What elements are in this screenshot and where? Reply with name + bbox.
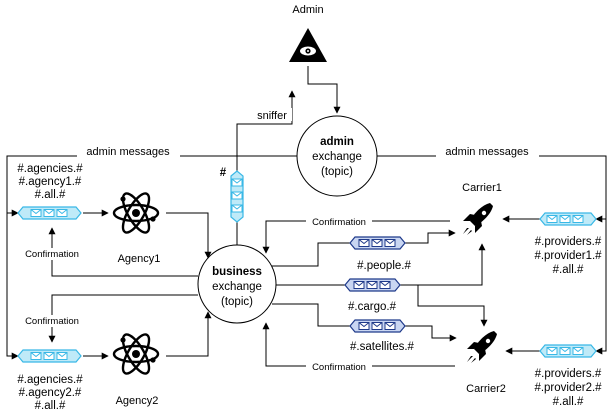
edge-business-to-people-queue — [272, 242, 350, 267]
binding-line: #.provider1.# — [534, 250, 602, 262]
admin-messages-right-label: admin messages — [445, 146, 529, 158]
admin-exchange-topic: (topic) — [321, 166, 353, 178]
rocket-icon — [463, 203, 493, 235]
envelope-queue-icon — [366, 281, 378, 289]
business-exchange-name: business — [212, 266, 262, 278]
admin-exchange-node[interactable]: admin exchange (topic) — [296, 115, 378, 197]
envelope-queue-icon — [379, 281, 391, 289]
agency2-queue[interactable] — [17, 349, 82, 363]
envelope-queue-icon — [572, 215, 584, 223]
envelope-queue-icon — [231, 191, 243, 200]
envelope-queue-icon — [546, 347, 558, 355]
edge-agency1-to-business — [166, 212, 212, 259]
provider1-bindings: #.providers.# #.provider1.# #.all.# — [534, 236, 602, 276]
agency2-bindings: #.agencies.# #.agency2.# #.all.# — [17, 374, 83, 412]
binding-line: #.agencies.# — [17, 163, 83, 175]
envelope-queue-icon — [358, 322, 370, 330]
envelope-queue-icon — [43, 352, 55, 360]
business-exchange-type: exchange — [212, 281, 262, 293]
edge-cargo-queue-to-carrier1 — [400, 243, 486, 286]
binding-line: #.agency2.# — [19, 387, 82, 399]
envelope-queue-icon — [572, 347, 584, 355]
binding-line: #.provider2.# — [534, 382, 602, 394]
edge-sniffer-to-admin — [236, 90, 296, 171]
cargo-queue[interactable] — [344, 278, 401, 292]
envelope-queue-icon — [559, 347, 571, 355]
admin-messages-left-label: admin messages — [86, 146, 170, 158]
cargo-binding-label: #.cargo.# — [348, 301, 397, 313]
agency1-node[interactable]: Agency1 — [112, 188, 161, 265]
confirmation-agency2-label: Confirmation — [25, 316, 79, 327]
envelope-queue-icon — [384, 239, 396, 247]
envelope-queue-icon — [353, 281, 365, 289]
envelope-queue-icon — [30, 209, 42, 217]
edge-satellites-queue-to-carrier2 — [405, 325, 457, 342]
envelope-queue-icon — [231, 178, 243, 187]
envelope-queue-icon — [371, 322, 383, 330]
envelope-queue-icon — [231, 204, 243, 213]
agency1-label: Agency1 — [118, 253, 161, 265]
sniffer-label: sniffer — [257, 110, 287, 122]
provider2-bindings: #.providers.# #.provider2.# #.all.# — [534, 368, 602, 408]
envelope-queue-icon — [56, 209, 68, 217]
admin-exchange-name: admin — [320, 136, 354, 148]
agency2-label: Agency2 — [116, 395, 159, 407]
envelope-queue-icon — [371, 239, 383, 247]
edge-cargo-queue-to-carrier2 — [417, 285, 488, 327]
people-queue[interactable] — [349, 236, 406, 250]
satellites-queue[interactable] — [349, 319, 406, 333]
admin-node[interactable]: Admin — [289, 4, 327, 62]
binding-line: #.providers.# — [535, 368, 602, 380]
atom-icon — [112, 188, 160, 238]
edge-confirmation-agency1 — [48, 227, 198, 277]
satellites-binding-label: #.satellites.# — [350, 341, 415, 353]
admin-exchange-type: exchange — [312, 151, 362, 163]
edge-confirmation-carrier2 — [262, 322, 455, 367]
carrier1-label: Carrier1 — [462, 182, 502, 194]
envelope-queue-icon — [43, 209, 55, 217]
carrier2-label: Carrier2 — [466, 383, 506, 395]
binding-line: #.agencies.# — [17, 374, 83, 386]
sniffer-queue[interactable] — [230, 170, 244, 223]
agency1-bindings: #.agencies.# #.agency1.# #.all.# — [17, 163, 83, 201]
business-exchange-topic: (topic) — [221, 296, 253, 308]
edge-business-to-satellites-queue — [272, 303, 350, 327]
atom-icon — [112, 329, 160, 379]
carrier2-node[interactable]: Carrier2 — [466, 331, 506, 395]
carrier1-node[interactable]: Carrier1 — [462, 182, 502, 235]
envelope-queue-icon — [30, 352, 42, 360]
agency1-queue[interactable] — [17, 206, 82, 220]
binding-line: #.all.# — [35, 400, 66, 412]
binding-line: #.agency1.# — [19, 176, 82, 188]
business-exchange-node[interactable]: business exchange (topic) — [197, 244, 277, 324]
rocket-icon — [467, 331, 497, 363]
confirmation-agency1-label: Confirmation — [25, 249, 79, 260]
confirmation-carrier1-label: Confirmation — [312, 217, 366, 228]
binding-line: #.all.# — [553, 396, 584, 408]
people-binding-label: #.people.# — [357, 260, 411, 272]
eye-pyramid-icon — [289, 28, 327, 62]
envelope-queue-icon — [384, 322, 396, 330]
confirmation-carrier2-label: Confirmation — [312, 362, 366, 373]
edge-confirmation-carrier1 — [262, 220, 450, 254]
envelope-queue-icon — [56, 352, 68, 360]
sniffer-binding-label: # — [220, 167, 227, 179]
provider1-queue[interactable] — [539, 212, 597, 226]
binding-line: #.all.# — [35, 189, 66, 201]
envelope-queue-icon — [559, 215, 571, 223]
admin-label: Admin — [292, 4, 323, 16]
agency2-node[interactable]: Agency2 — [112, 329, 160, 407]
edge-admin-to-admin-exchange — [307, 66, 341, 114]
envelope-queue-icon — [358, 239, 370, 247]
provider2-queue[interactable] — [539, 344, 597, 358]
binding-line: #.providers.# — [535, 236, 602, 248]
edge-people-queue-to-carrier1 — [405, 229, 456, 244]
edge-agency2-to-business — [166, 311, 212, 357]
envelope-queue-icon — [546, 215, 558, 223]
binding-line: #.all.# — [553, 264, 584, 276]
